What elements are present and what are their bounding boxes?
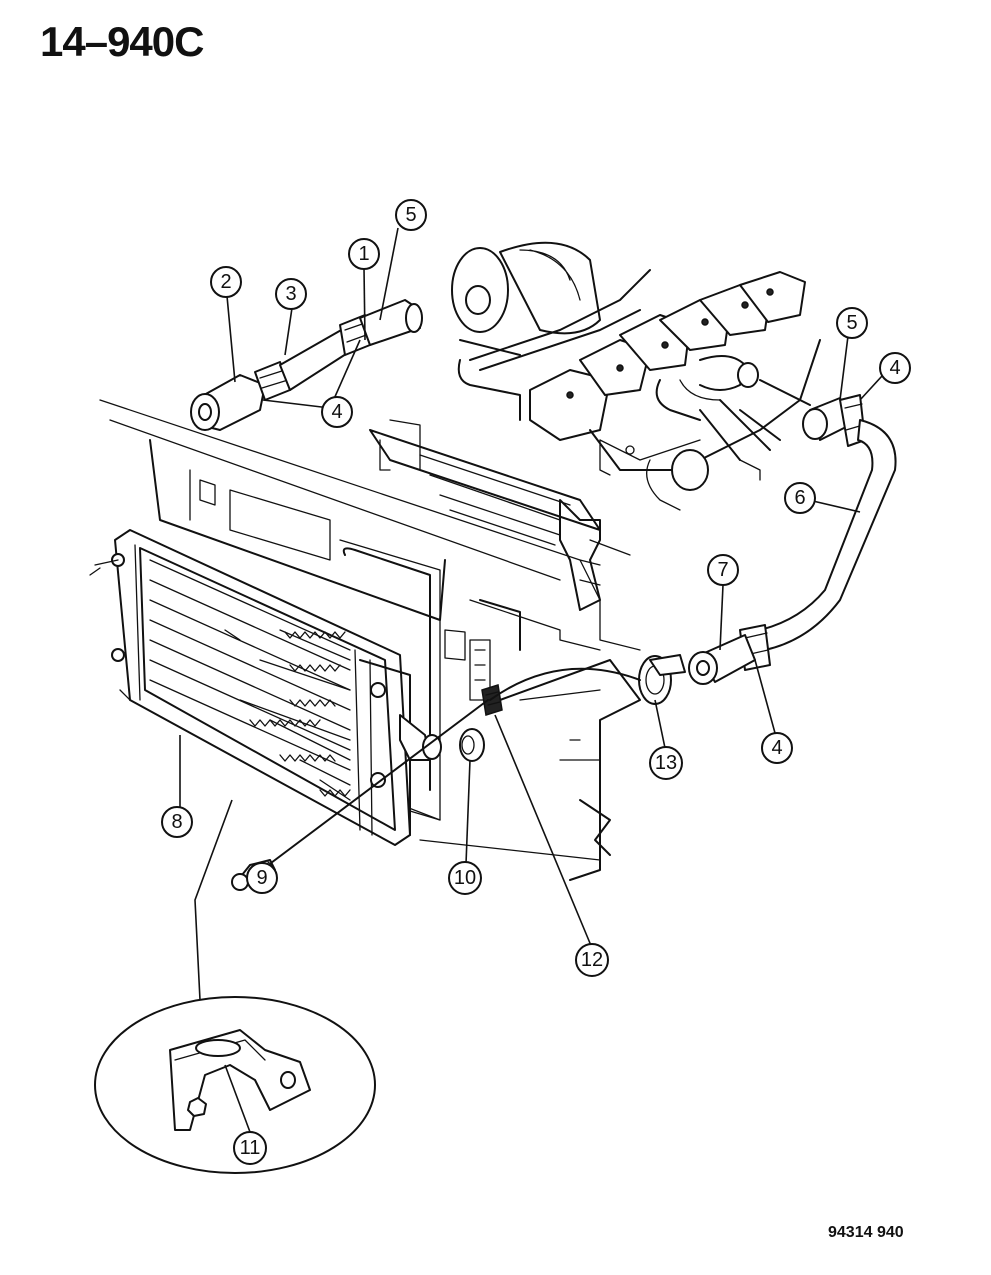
callout-leaders xyxy=(179,227,883,949)
callout-1: 1 xyxy=(348,238,380,270)
callout-9-label: 9 xyxy=(256,867,267,889)
callout-7-label: 7 xyxy=(717,559,728,581)
callout-12-label: 12 xyxy=(581,949,603,971)
callout-8-label: 8 xyxy=(171,811,182,833)
callout-4-lower-right: 4 xyxy=(761,732,793,764)
rubber-grommet xyxy=(459,728,485,762)
callout-13-label: 13 xyxy=(655,752,677,774)
callout-11-label: 11 xyxy=(240,1137,261,1159)
callout-5-upper-left: 5 xyxy=(395,199,427,231)
engine-background xyxy=(451,241,821,511)
callout-11: 11 xyxy=(224,1064,267,1165)
callout-4-upper-left: 4 xyxy=(321,396,353,428)
callout-2-label: 2 xyxy=(220,271,231,293)
callout-7: 7 xyxy=(707,554,739,586)
callout-1-label: 1 xyxy=(358,243,369,265)
bracket-detail-view xyxy=(94,799,376,1174)
callout-6: 6 xyxy=(784,482,816,514)
callout-9: 9 xyxy=(246,862,278,894)
callout-2: 2 xyxy=(210,266,242,298)
callout-10-label: 10 xyxy=(454,867,476,889)
callout-6-label: 6 xyxy=(794,487,805,509)
callout-5-right: 5 xyxy=(836,307,868,339)
callout-12: 12 xyxy=(575,943,609,977)
callout-8: 8 xyxy=(161,806,193,838)
callout-3: 3 xyxy=(275,278,307,310)
callout-13: 13 xyxy=(649,746,683,780)
callout-5a-label: 5 xyxy=(405,204,416,226)
callout-4-right: 4 xyxy=(879,352,911,384)
callout-5b-label: 5 xyxy=(846,312,857,334)
transmission-oil-cooler xyxy=(89,529,442,846)
radiator-core-background xyxy=(369,419,631,611)
callout-3-label: 3 xyxy=(285,283,296,305)
clip-nut xyxy=(481,684,503,716)
page-title: 14–940C xyxy=(40,18,204,65)
upper-hose-assembly xyxy=(190,299,423,431)
callout-10: 10 xyxy=(448,861,482,895)
callout-4b-label: 4 xyxy=(889,357,900,379)
callout-4c-label: 4 xyxy=(771,737,782,759)
right-hose-assembly xyxy=(638,394,897,705)
callout-4a-label: 4 xyxy=(331,401,342,423)
drawing-number: 94314 940 xyxy=(828,1224,904,1241)
